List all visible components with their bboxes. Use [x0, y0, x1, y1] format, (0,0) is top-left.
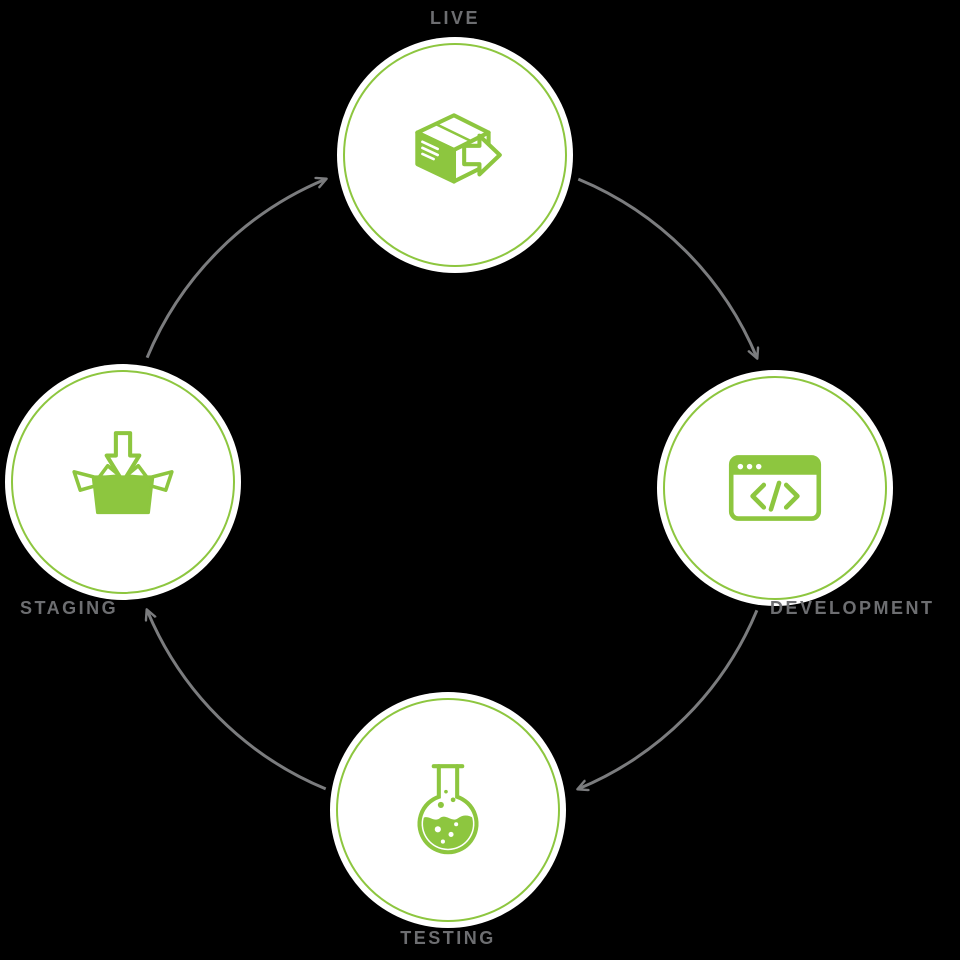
label-live: LIVE: [429, 8, 481, 28]
package-export-icon: [415, 113, 502, 184]
flask-icon: [417, 764, 479, 855]
arrow-testing-to-staging: [147, 610, 327, 791]
node-testing-circle: [336, 698, 560, 922]
arrow-development-to-testing: [578, 609, 759, 789]
label-testing: TESTING: [400, 928, 496, 948]
node-testing: [336, 698, 560, 922]
node-development: [663, 376, 887, 600]
code-window-icon: [728, 455, 822, 521]
arrow-staging-to-live: [145, 179, 326, 359]
node-staging: [11, 370, 235, 594]
label-development: DEVELOPMENT: [770, 598, 935, 618]
label-staging: STAGING: [20, 598, 119, 618]
arrow-live-to-development: [577, 177, 757, 358]
open-box-arrow-icon: [72, 431, 174, 515]
node-live: [343, 43, 567, 267]
node-live-circle: [343, 43, 567, 267]
node-staging-circle: [11, 370, 235, 594]
node-development-circle: [663, 376, 887, 600]
